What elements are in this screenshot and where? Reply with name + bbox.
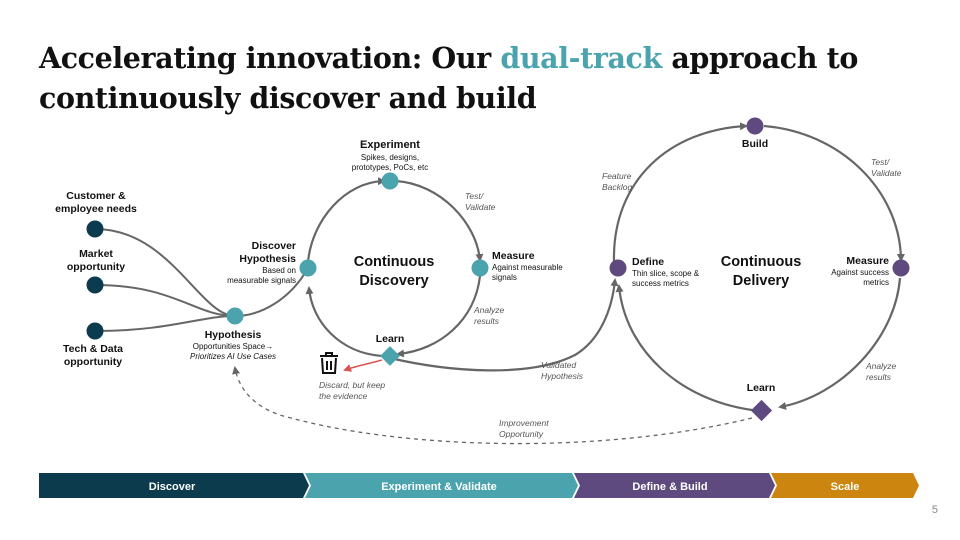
build-node: [746, 117, 764, 135]
tech-data-node: [86, 322, 104, 340]
phase-bar: Discover Experiment & Validate Define & …: [39, 473, 919, 498]
experiment-label: Experiment: [360, 139, 420, 151]
phase-discover-label: Discover: [149, 481, 196, 493]
page-title: Accelerating innovation: Our dual-track …: [39, 41, 858, 115]
delivery-arc-right-bottom: [778, 277, 902, 410]
experiment-node: [381, 172, 399, 190]
build-label: Build: [742, 138, 768, 150]
customer-needs-node: [86, 220, 104, 238]
discovery-measure-node: [471, 259, 489, 277]
phase-scale-label: Scale: [831, 481, 860, 493]
hypothesis-node: [226, 307, 244, 325]
define-node: [609, 259, 627, 277]
discovery-arc-top-right: [395, 179, 484, 262]
input-curve-tech: [94, 315, 236, 332]
phase-experiment-validate-label: Experiment & Validate: [381, 481, 497, 493]
phase-discover: [39, 473, 309, 498]
delivery-learn-node: [750, 399, 773, 422]
delivery-learn-label: Learn: [747, 382, 776, 394]
phase-scale: [771, 473, 919, 498]
trash-icon: [320, 352, 338, 374]
improvement-opportunity-connector: [232, 366, 753, 445]
experiment-sub: Spikes, designs,prototypes, PoCs, etc: [352, 153, 428, 172]
customer-needs-label: Customer &employee needs: [55, 190, 137, 215]
phase-experiment-validate: [305, 473, 578, 498]
define-sub: Thin slice, scope &success metrics: [632, 269, 700, 288]
validated-hypothesis-connector: [389, 278, 619, 372]
delivery-test-validate: Test/Validate: [871, 157, 902, 178]
discard-arrow: [343, 359, 383, 372]
discovery-arc-bottom-left: [305, 286, 383, 358]
input-curve-customer: [94, 228, 236, 317]
delivery-measure-label: Measure: [846, 255, 889, 267]
delivery-arc-top-right: [763, 124, 905, 262]
define-label: Define: [632, 256, 664, 268]
discovery-learn-node: [380, 346, 400, 366]
hypothesis-sub1: Opportunities Space→: [193, 342, 274, 351]
hypothesis-label: Hypothesis: [205, 329, 262, 341]
input-curve-market: [94, 284, 236, 317]
discover-hypothesis-node: [299, 259, 317, 277]
delivery-measure-node: [892, 259, 910, 277]
discovery-arc-left-top: [306, 177, 386, 263]
discovery-learn-label: Learn: [376, 333, 405, 345]
discovery-measure-label: Measure: [492, 250, 535, 262]
discovery-arc-right-bottom: [396, 275, 482, 358]
discovery-test-validate: Test/Validate: [465, 191, 496, 212]
hypothesis-sub2: Prioritizes AI Use Cases: [190, 352, 276, 361]
page-number: 5: [931, 504, 938, 516]
market-opportunity-node: [86, 276, 104, 294]
phase-define-build: [574, 473, 775, 498]
delivery-arc-bottom-left: [615, 284, 753, 412]
phase-define-build-label: Define & Build: [632, 481, 707, 493]
title-accent: dual-track: [500, 41, 662, 75]
delivery-arc-left-top: [612, 122, 748, 263]
